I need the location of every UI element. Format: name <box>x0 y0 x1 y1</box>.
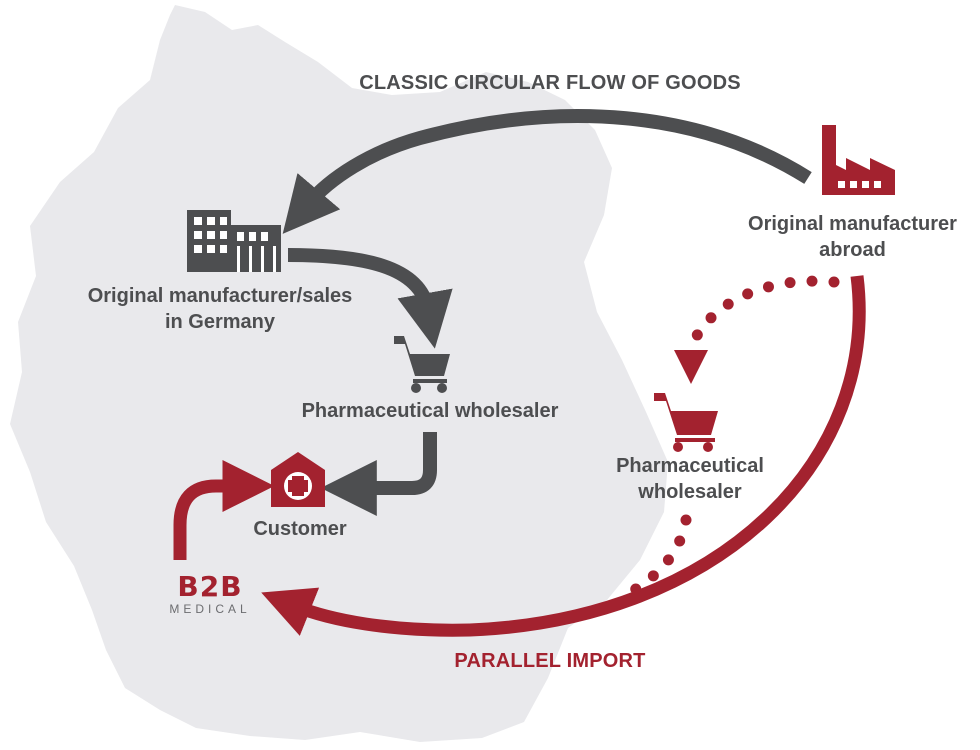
b2b-logo-name: B2B <box>177 570 243 603</box>
parallel-arrow-abroad-to-b2b <box>261 275 866 637</box>
wholesaler-germany-label: Pharmaceutical wholesaler <box>301 400 559 422</box>
manufacturer-abroad-label: Original manufacturer abroad <box>748 213 957 261</box>
parallel-import-title: PARALLEL IMPORT <box>454 650 646 672</box>
cart-icon-germany <box>394 336 450 393</box>
parallel-dotted-arrowhead <box>674 350 708 384</box>
parallel-arrow-b2b-to-customer <box>173 460 275 560</box>
building-icon <box>187 210 281 272</box>
parallel-dotted-abroad-to-wholesaler <box>686 275 840 351</box>
classic-arrow-wholesaler-to-customer <box>320 432 437 516</box>
classic-arrow-manufacturer-to-wholesaler <box>287 248 453 349</box>
b2b-logo-tagline: MEDICAL <box>169 602 251 616</box>
cart-icon-abroad <box>654 393 718 452</box>
customer-label: Customer <box>253 518 347 540</box>
classic-arrow-abroad-to-germany <box>282 109 812 234</box>
manufacturer-germany-label: Original manufacturer/sales in Germany <box>87 285 353 333</box>
classic-flow-title: CLASSIC CIRCULAR FLOW OF GOODS <box>359 72 741 94</box>
factory-icon <box>822 125 895 195</box>
wholesaler-abroad-label: Pharmaceutical wholesaler <box>616 455 764 503</box>
hospital-icon <box>271 452 325 507</box>
b2b-medical-logo: B2B MEDICAL <box>160 570 260 617</box>
